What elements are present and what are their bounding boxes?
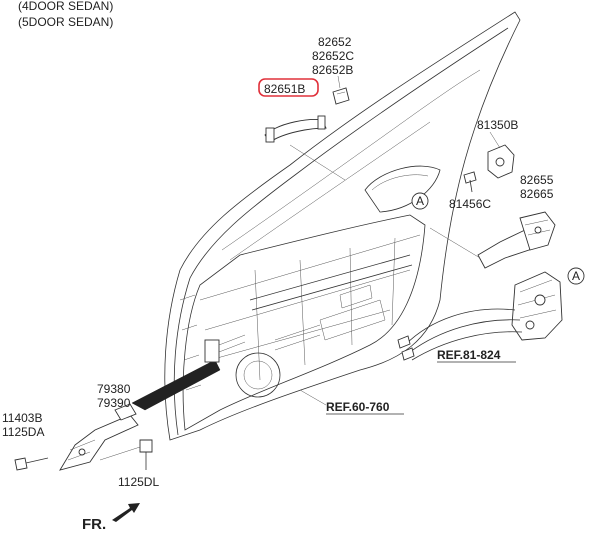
part-label-1125dl: 1125DL [118,475,159,489]
bolt-81456c [463,171,477,193]
outside-handle [264,115,327,143]
door-frame [164,11,521,441]
leader-82652 [337,75,341,89]
leader-handle [289,144,346,181]
callout-a-latch: A [567,267,585,285]
part-label-1125da: 1125DA [2,425,44,439]
striker-part [487,144,515,179]
assembly-arrow [131,359,221,411]
handle-cover-part [332,87,350,105]
variant-label-5door: (5DOOR SEDAN) [18,15,113,29]
ref-label-81-824: REF.81-824 [437,348,501,362]
callout-a-door: A [411,192,429,210]
variant-label-4door: (4DOOR SEDAN) [18,0,113,13]
part-label-79390: 79390 [97,396,131,410]
part-label-11403b: 11403B [2,411,42,425]
leader-inside-handle [429,227,481,259]
door-latch-assembly [397,271,563,361]
callout-a-latch-label: A [572,269,580,283]
part-label-82665: 82665 [520,187,554,201]
callout-a-door-label: A [416,194,424,208]
leader-1125dl [99,446,141,461]
front-arrow-icon [112,503,140,522]
part-label-82655: 82655 [520,173,554,187]
part-label-81350b: 81350B [477,118,518,132]
part-label-79380: 79380 [97,382,131,396]
inside-handle-assembly [477,211,556,269]
bolt-11403b [14,457,49,471]
ref-label-60-760: REF.60-760 [326,400,390,414]
door-checker [59,403,139,471]
part-label-81456c: 81456C [449,197,491,211]
part-label-82651b[interactable]: 82651B [264,82,305,96]
highlight-box [258,78,319,97]
bolt-1125dl [139,439,153,470]
hinge-bracket [204,334,246,363]
part-label-82652: 82652 [318,35,352,49]
leader-ref-60 [299,389,327,406]
front-direction-label: FR. [82,516,106,533]
part-label-82652b: 82652B [312,63,353,77]
leader-81350b [489,131,501,149]
part-label-82652c: 82652C [312,49,354,63]
